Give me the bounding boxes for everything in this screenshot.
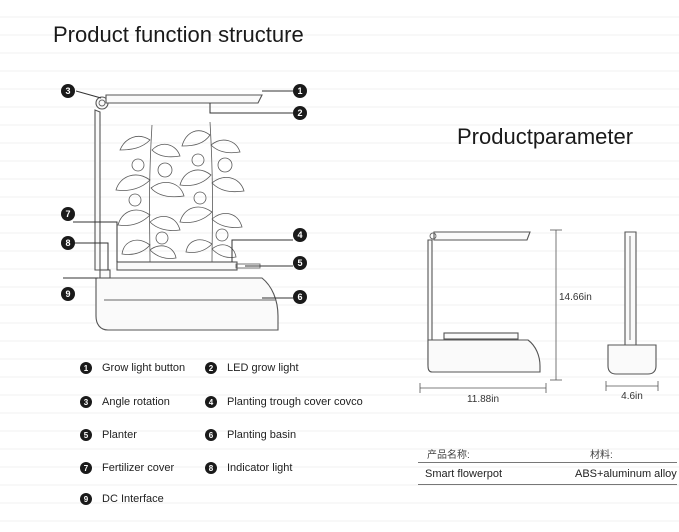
callout-1: 1 xyxy=(293,84,307,98)
plant-illustration-left xyxy=(115,124,185,266)
svg-text:1: 1 xyxy=(297,86,302,96)
product-name-value: Smart flowerpot xyxy=(425,468,503,480)
front-view-drawing xyxy=(427,231,541,373)
leader-lines xyxy=(63,90,293,299)
parameter-divider-top xyxy=(418,462,677,463)
depth-dimension-label: 4.6in xyxy=(621,391,643,402)
callout-9: 9 xyxy=(61,287,75,301)
planter-trough xyxy=(116,261,238,271)
legend-badge-7: 7 xyxy=(80,462,92,474)
material-value: ABS+aluminum alloy xyxy=(575,468,677,480)
legend-label-9: DC Interface xyxy=(102,493,164,505)
height-dimension-label: 14.66in xyxy=(559,292,592,303)
legend-label-7: Fertilizer cover xyxy=(102,462,175,474)
legend-badge-3: 3 xyxy=(80,396,92,408)
legend-badge-8: 8 xyxy=(205,462,217,474)
legend-item-2: 2 LED grow light xyxy=(205,362,299,374)
indicator-light xyxy=(99,269,111,279)
legend-badge-9: 9 xyxy=(80,493,92,505)
callout-3: 3 xyxy=(61,84,75,98)
legend-item-3: 3 Angle rotation xyxy=(80,396,170,408)
legend-label-3: Angle rotation xyxy=(102,396,170,408)
lamp-arm xyxy=(94,109,101,271)
legend-item-8: 8 Indicator light xyxy=(205,462,292,474)
callout-7: 7 xyxy=(61,207,75,221)
svg-text:3: 3 xyxy=(65,86,70,96)
legend-badge-1: 1 xyxy=(80,362,92,374)
legend-label-1: Grow light button xyxy=(102,362,186,374)
legend-item-5: 5 Planter xyxy=(80,429,137,441)
legend-label-5: Planter xyxy=(102,429,137,441)
legend-item-1: 1 Grow light button xyxy=(80,362,185,374)
product-name-header: 产品名称: xyxy=(427,450,470,461)
svg-text:9: 9 xyxy=(65,289,70,299)
legend-label-8: Indicator light xyxy=(227,462,293,474)
legend-item-4: 4 Planting trough cover covco xyxy=(205,396,363,408)
legend-label-4: Planting trough cover covco xyxy=(227,396,363,408)
legend-item-6: 6 Planting basin xyxy=(205,429,296,441)
legend-label-6: Planting basin xyxy=(227,429,297,441)
dimension-lines xyxy=(419,229,659,393)
callout-5: 5 xyxy=(293,256,307,270)
svg-text:6: 6 xyxy=(297,292,302,302)
legend-item-7: 7 Fertilizer cover xyxy=(80,462,174,474)
svg-text:7: 7 xyxy=(65,209,70,219)
svg-text:2: 2 xyxy=(297,108,302,118)
callout-6: 6 xyxy=(293,290,307,304)
svg-text:8: 8 xyxy=(65,238,70,248)
plant-illustration-right xyxy=(179,121,245,266)
callout-4: 4 xyxy=(293,228,307,242)
side-view-drawing xyxy=(607,231,657,375)
legend-item-9: 9 DC Interface xyxy=(80,493,164,505)
callout-2: 2 xyxy=(293,106,307,120)
material-header: 材料: xyxy=(590,450,613,461)
planting-basin xyxy=(95,277,279,331)
function-structure-title: Product function structure xyxy=(53,22,304,47)
led-grow-light-head xyxy=(105,94,263,104)
svg-text:4: 4 xyxy=(297,230,302,240)
width-dimension-label: 11.88in xyxy=(467,394,499,405)
legend-badge-5: 5 xyxy=(80,429,92,441)
legend-badge-2: 2 xyxy=(205,362,217,374)
legend-badge-6: 6 xyxy=(205,429,217,441)
svg-text:5: 5 xyxy=(297,258,302,268)
legend-label-2: LED grow light xyxy=(227,362,299,374)
parameter-divider-bottom xyxy=(418,484,677,485)
legend-badge-4: 4 xyxy=(205,396,217,408)
parameter-title: Productparameter xyxy=(457,124,634,149)
main-product-drawing xyxy=(94,94,279,331)
callout-8: 8 xyxy=(61,236,75,250)
